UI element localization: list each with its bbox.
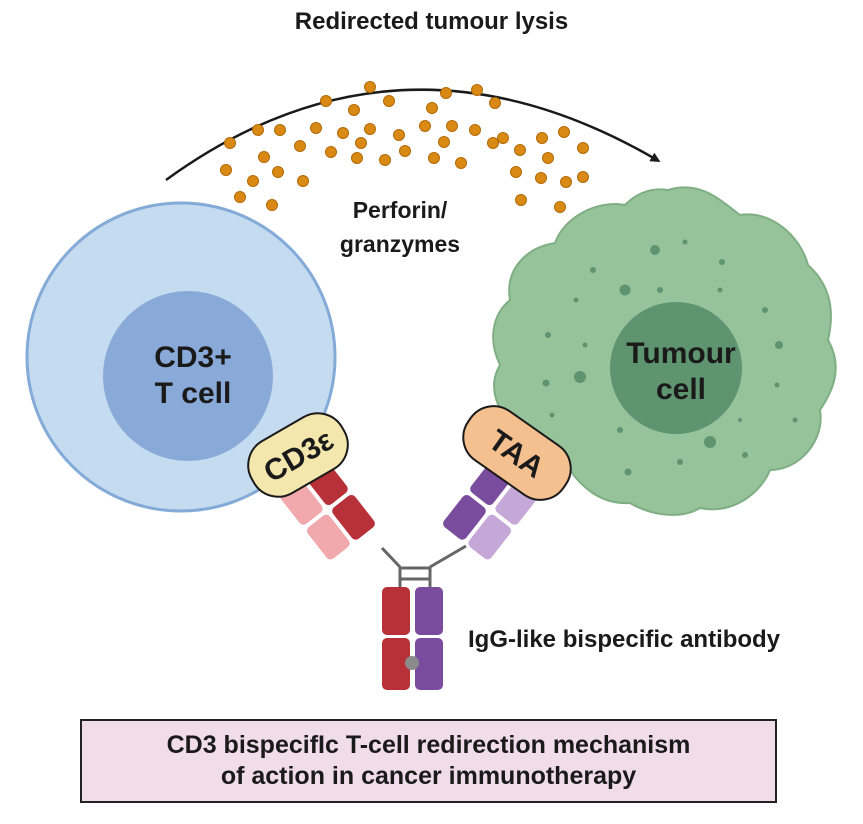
- granule-dot: [252, 124, 264, 136]
- granule-dot: [274, 124, 286, 136]
- granule-dot: [224, 137, 236, 149]
- t-cell-nucleus: [103, 291, 273, 461]
- granule-dot: [438, 136, 450, 148]
- granule-dot: [426, 102, 438, 114]
- t-cell-label: CD3+ T cell: [103, 340, 283, 412]
- tumour-cell-label-line1: Tumour: [626, 337, 736, 370]
- perforin-granzymes-label: Perforin/ granzymes: [300, 193, 500, 261]
- granule-dot: [535, 172, 547, 184]
- granule-dot: [577, 142, 589, 154]
- lysis-arrow: [165, 88, 661, 182]
- perforin-label-line1: Perforin/: [352, 197, 448, 223]
- granule-dot: [320, 95, 332, 107]
- granule-dot: [536, 132, 548, 144]
- granule-dot: [471, 84, 483, 96]
- tumour-cell-vesicles: [542, 239, 798, 476]
- granule-dot: [455, 157, 467, 169]
- caption-line1: CD3 bispecifIc T-cell redirection mechan…: [166, 731, 691, 759]
- tumour-cell-nucleus: [610, 302, 742, 434]
- granule-dot: [310, 122, 322, 134]
- granule-dot: [554, 201, 566, 213]
- cd3e-receptor-tag: CD3ε: [247, 412, 349, 498]
- granule-dot: [272, 166, 284, 178]
- granule-dot: [428, 152, 440, 164]
- granule-dot: [379, 154, 391, 166]
- caption-line2: of action in cancer immunotherapy: [220, 762, 637, 790]
- granule-dot: [446, 120, 458, 132]
- granule-dot: [383, 95, 395, 107]
- granule-dot: [258, 151, 270, 163]
- granule-dot: [351, 152, 363, 164]
- granule-dot: [514, 144, 526, 156]
- granule-dot: [337, 127, 349, 139]
- granule-dot: [294, 140, 306, 152]
- granule-dot: [247, 175, 259, 187]
- granule-dot: [364, 123, 376, 135]
- perforin-label-line2: granzymes: [339, 231, 461, 257]
- granule-dot: [440, 87, 452, 99]
- granule-dot: [542, 152, 554, 164]
- granule-dot: [297, 175, 309, 187]
- diagram-title: Redirected tumour lysis: [294, 8, 569, 35]
- granule-dot: [489, 97, 501, 109]
- t-cell-label-line2: T cell: [154, 377, 232, 410]
- granule-dot: [220, 164, 232, 176]
- granule-dot: [325, 146, 337, 158]
- granule-dot: [419, 120, 431, 132]
- antibody-label: IgG-like bispecific antibody: [468, 626, 781, 653]
- tumour-cell-label: Tumour cell: [586, 336, 776, 408]
- tumour-cell-label-line2: cell: [655, 373, 707, 406]
- granule-dot: [348, 104, 360, 116]
- granule-dot: [560, 176, 572, 188]
- igg-bispecific-antibody: [279, 460, 539, 690]
- granule-dot: [515, 194, 527, 206]
- perforin-granules: [220, 81, 589, 213]
- granule-dot: [364, 81, 376, 93]
- granule-dot: [558, 126, 570, 138]
- granule-dot: [355, 137, 367, 149]
- granule-dot: [234, 191, 246, 203]
- mechanism-caption-box: CD3 bispecifIc T-cell redirection mechan…: [80, 719, 777, 803]
- granule-dot: [577, 171, 589, 183]
- granule-dot: [510, 166, 522, 178]
- t-cell-label-line1: CD3+: [154, 341, 232, 374]
- granule-dot: [393, 129, 405, 141]
- granule-dot: [469, 124, 481, 136]
- granule-dot: [487, 137, 499, 149]
- granule-dot: [266, 199, 278, 211]
- granule-dot: [497, 132, 509, 144]
- granule-dot: [399, 145, 411, 157]
